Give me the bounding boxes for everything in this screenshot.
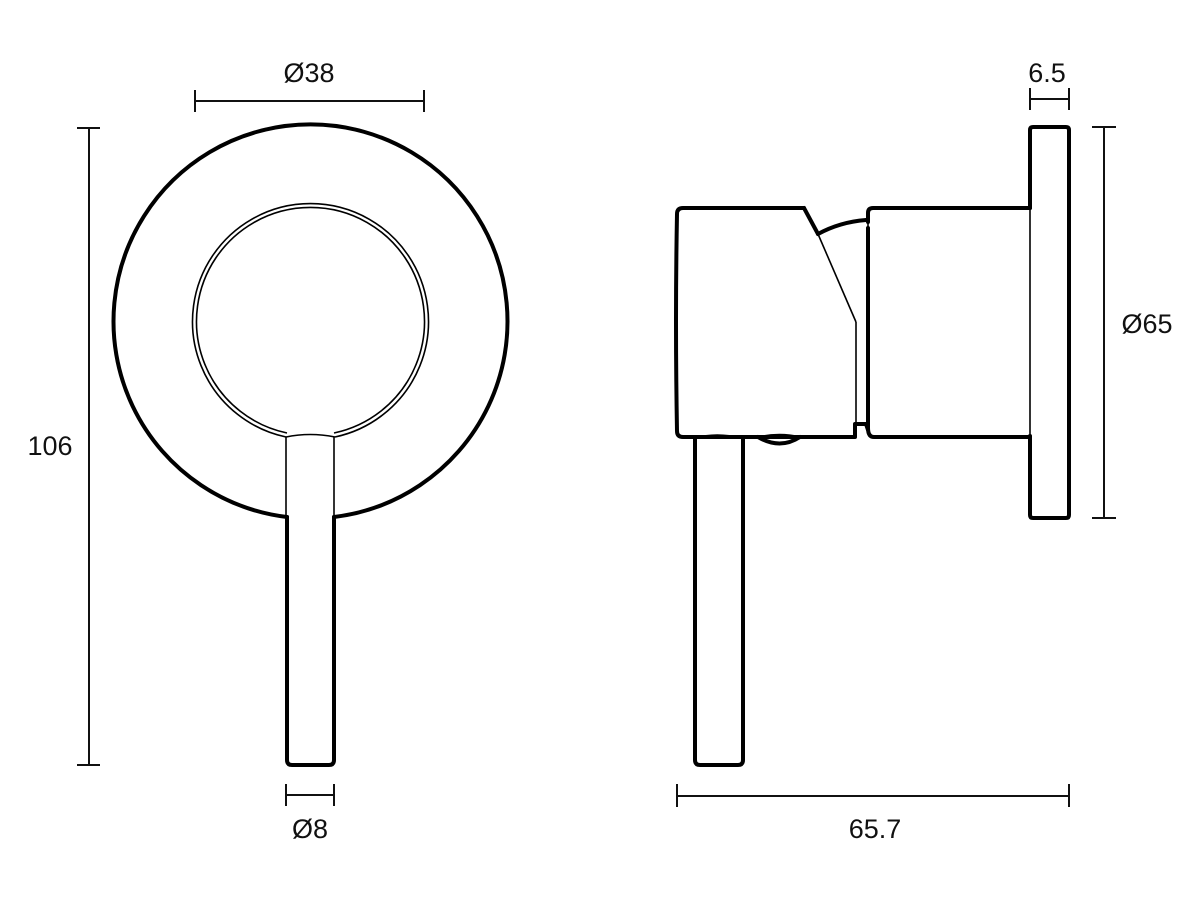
lever-shaft <box>285 515 336 767</box>
dimension-overall-depth: 65.7 <box>676 784 1070 844</box>
spindle-arc-top <box>816 218 868 236</box>
dimension-label-outer-diameter: Ø38 <box>283 58 334 88</box>
dimension-label-flange-thickness: 6.5 <box>1028 58 1066 88</box>
lever-side-top <box>694 434 743 439</box>
wall-flange <box>1028 125 1071 520</box>
dimension-label-lever-diameter: Ø8 <box>292 814 328 844</box>
handle-ring-bottom <box>285 433 336 438</box>
handle-ring-outer <box>191 202 430 438</box>
lever-pivot <box>756 435 802 446</box>
dimension-overall-height: 106 <box>27 127 100 766</box>
dimension-label-overall-depth: 65.7 <box>849 814 902 844</box>
front-view: Ø38 106 Ø8 <box>27 58 510 844</box>
body-cylinder <box>866 206 1032 439</box>
dimension-lever-diameter: Ø8 <box>285 784 335 844</box>
dimension-flange-thickness: 6.5 <box>1028 58 1070 110</box>
dimension-label-overall-height: 106 <box>27 431 72 461</box>
side-view: 6.5 Ø65 65.7 <box>674 58 1173 844</box>
handle-ring-inner <box>195 206 426 434</box>
spindle-step <box>853 422 870 438</box>
dimension-flange-diameter: Ø65 <box>1092 126 1173 519</box>
dimension-outer-diameter: Ø38 <box>194 58 425 112</box>
lever-side-shaft <box>693 436 745 767</box>
dimension-label-flange-diameter: Ø65 <box>1121 309 1172 339</box>
lever-pivot-top <box>757 433 801 438</box>
handle-head <box>674 206 857 439</box>
escutcheon-outline <box>111 122 510 519</box>
